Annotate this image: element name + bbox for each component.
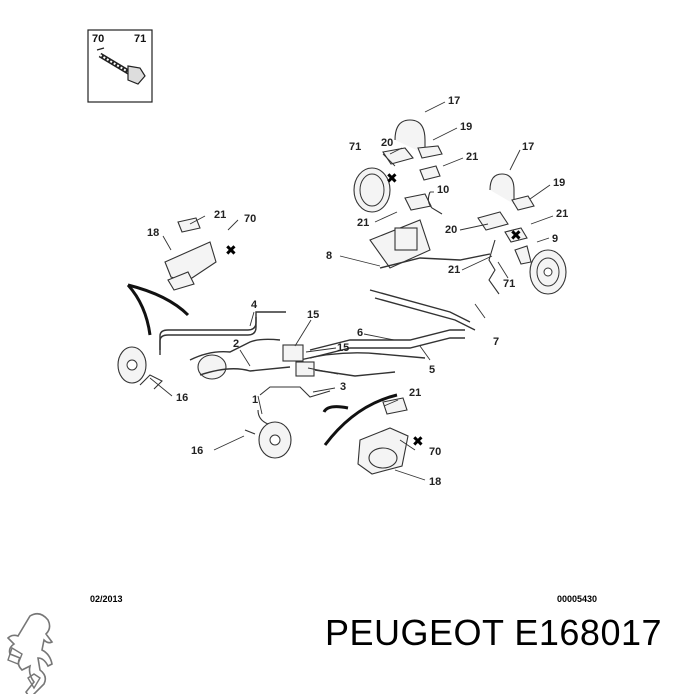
diagram-reference: 00005430	[557, 594, 598, 604]
callout-17: 17	[448, 95, 460, 107]
left-bracket-assembly	[127, 217, 217, 317]
fastener-marker-top: ✖	[386, 171, 398, 187]
callout-16: 16	[191, 445, 203, 457]
callout-7: 7	[493, 336, 499, 348]
upper-bracket-assembly	[369, 119, 443, 269]
callout-18: 18	[429, 476, 441, 488]
rear-right-drum-2	[529, 249, 567, 295]
callout-15: 15	[337, 342, 349, 354]
callout-1: 1	[252, 394, 258, 406]
front-right-disc	[258, 421, 292, 459]
callout-70: 70	[429, 446, 441, 458]
callouts: 21 70 18 8 17 19 21 20 71 10 21 17 19 21…	[147, 95, 568, 488]
callout-6: 6	[357, 327, 363, 339]
callout-21: 21	[448, 264, 460, 276]
lower-bracket-assembly	[323, 393, 409, 475]
fastener-marker-right: ✖	[510, 228, 522, 244]
fastener-markers: ✖ ✖ ✖ ✖	[225, 171, 522, 450]
callout-21: 21	[409, 387, 421, 399]
callout-20: 20	[381, 137, 393, 149]
callout-17: 17	[522, 141, 534, 153]
callout-19: 19	[460, 121, 472, 133]
callout-71: 71	[503, 278, 515, 290]
fastener-marker-bottom: ✖	[412, 434, 424, 450]
callout-2: 2	[233, 338, 239, 350]
callout-16: 16	[176, 392, 188, 404]
callout-71: 71	[349, 141, 361, 153]
front-left-disc	[117, 346, 147, 384]
leader-lines	[149, 101, 554, 481]
callout-21: 21	[357, 217, 369, 229]
bolt-icon	[96, 47, 146, 85]
diagram-date: 02/2013	[90, 594, 123, 604]
callout-8: 8	[326, 250, 332, 262]
peugeot-lion-logo	[6, 612, 54, 694]
inset-label-70: 70	[92, 33, 104, 45]
callout-21: 21	[556, 208, 568, 220]
callout-20: 20	[445, 224, 457, 236]
callout-70: 70	[244, 213, 256, 225]
callout-5: 5	[429, 364, 435, 376]
abs-unit	[197, 354, 227, 380]
bolt-inset-box: 70 71	[87, 29, 153, 103]
callout-15: 15	[307, 309, 319, 321]
right-bracket-assembly	[477, 173, 535, 295]
callout-4: 4	[251, 299, 258, 311]
rear-right-drum	[353, 167, 391, 213]
callout-18: 18	[147, 227, 159, 239]
brake-pipes	[126, 253, 491, 435]
callout-9: 9	[552, 233, 558, 245]
callout-19: 19	[553, 177, 565, 189]
callout-10: 10	[437, 184, 449, 196]
inset-label-71: 71	[134, 33, 146, 45]
callout-21: 21	[214, 209, 226, 221]
fastener-marker-left: ✖	[225, 243, 237, 259]
callout-3: 3	[340, 381, 346, 393]
callout-21: 21	[466, 151, 478, 163]
brand-part-number: PEUGEOT E168017	[325, 612, 663, 653]
